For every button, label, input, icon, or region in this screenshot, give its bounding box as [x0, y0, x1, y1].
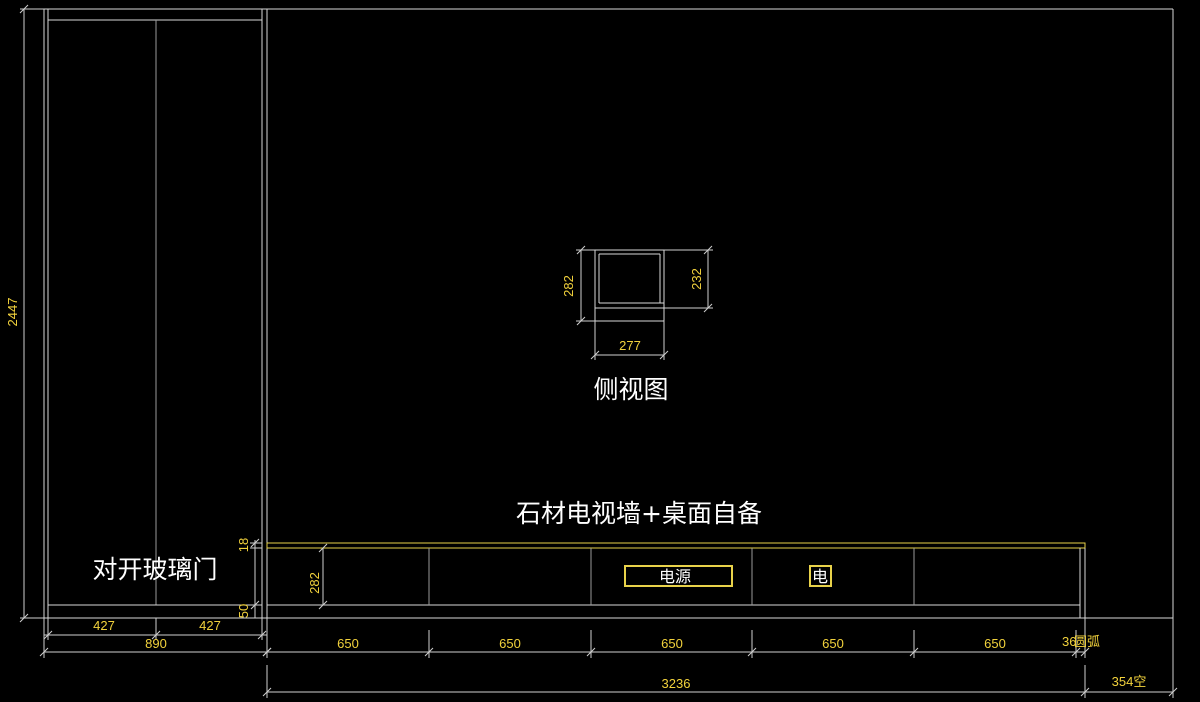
- dim-section-1: 650: [337, 636, 359, 651]
- dim-top-thickness: 18: [236, 538, 251, 552]
- power-outlet-box: [624, 565, 733, 587]
- dim-section-5: 650: [984, 636, 1006, 651]
- side-view-drawing: [594, 249, 665, 322]
- dim-door-width: 890: [145, 636, 167, 651]
- dim-cabinet-height: 282: [307, 572, 322, 594]
- wall-outline: [44, 8, 1174, 619]
- dim-side-height-right: 232: [689, 268, 704, 290]
- dim-door-half-right: 427: [199, 618, 221, 633]
- label-glass-door: 对开玻璃门: [92, 555, 217, 584]
- glass-door-cabinet: [43, 9, 268, 618]
- dim-gap-note: 354空: [1112, 674, 1147, 689]
- dim-side-depth: 277: [619, 338, 641, 353]
- dimension-texts: 2447 427 427 890 50 18 282 650 650 650 6…: [5, 268, 1146, 691]
- label-outlet-power: 电源: [659, 567, 691, 586]
- dimension-lines: [19, 4, 1178, 698]
- label-tv-wall: 石材电视墙+桌面自备: [516, 499, 762, 528]
- small-outlet-box: [809, 565, 832, 587]
- label-outlet-small: 电: [812, 567, 828, 586]
- dim-cabinet-total: 3236: [662, 676, 691, 691]
- dim-total-height: 2447: [5, 298, 20, 327]
- dim-end-panel-note: 圆弧: [1074, 634, 1100, 649]
- dim-section-2: 650: [499, 636, 521, 651]
- label-side-view: 侧视图: [593, 375, 668, 404]
- dim-end-panel: 36: [1062, 634, 1076, 649]
- drawing-labels: 侧视图 石材电视墙+桌面自备 对开玻璃门 电源 电: [92, 375, 828, 586]
- dim-side-height-left: 282: [561, 275, 576, 297]
- dim-section-4: 650: [822, 636, 844, 651]
- tv-cabinet: [266, 542, 1086, 618]
- dim-section-3: 650: [661, 636, 683, 651]
- dim-door-half-left: 427: [93, 618, 115, 633]
- dim-base-height: 50: [236, 604, 251, 618]
